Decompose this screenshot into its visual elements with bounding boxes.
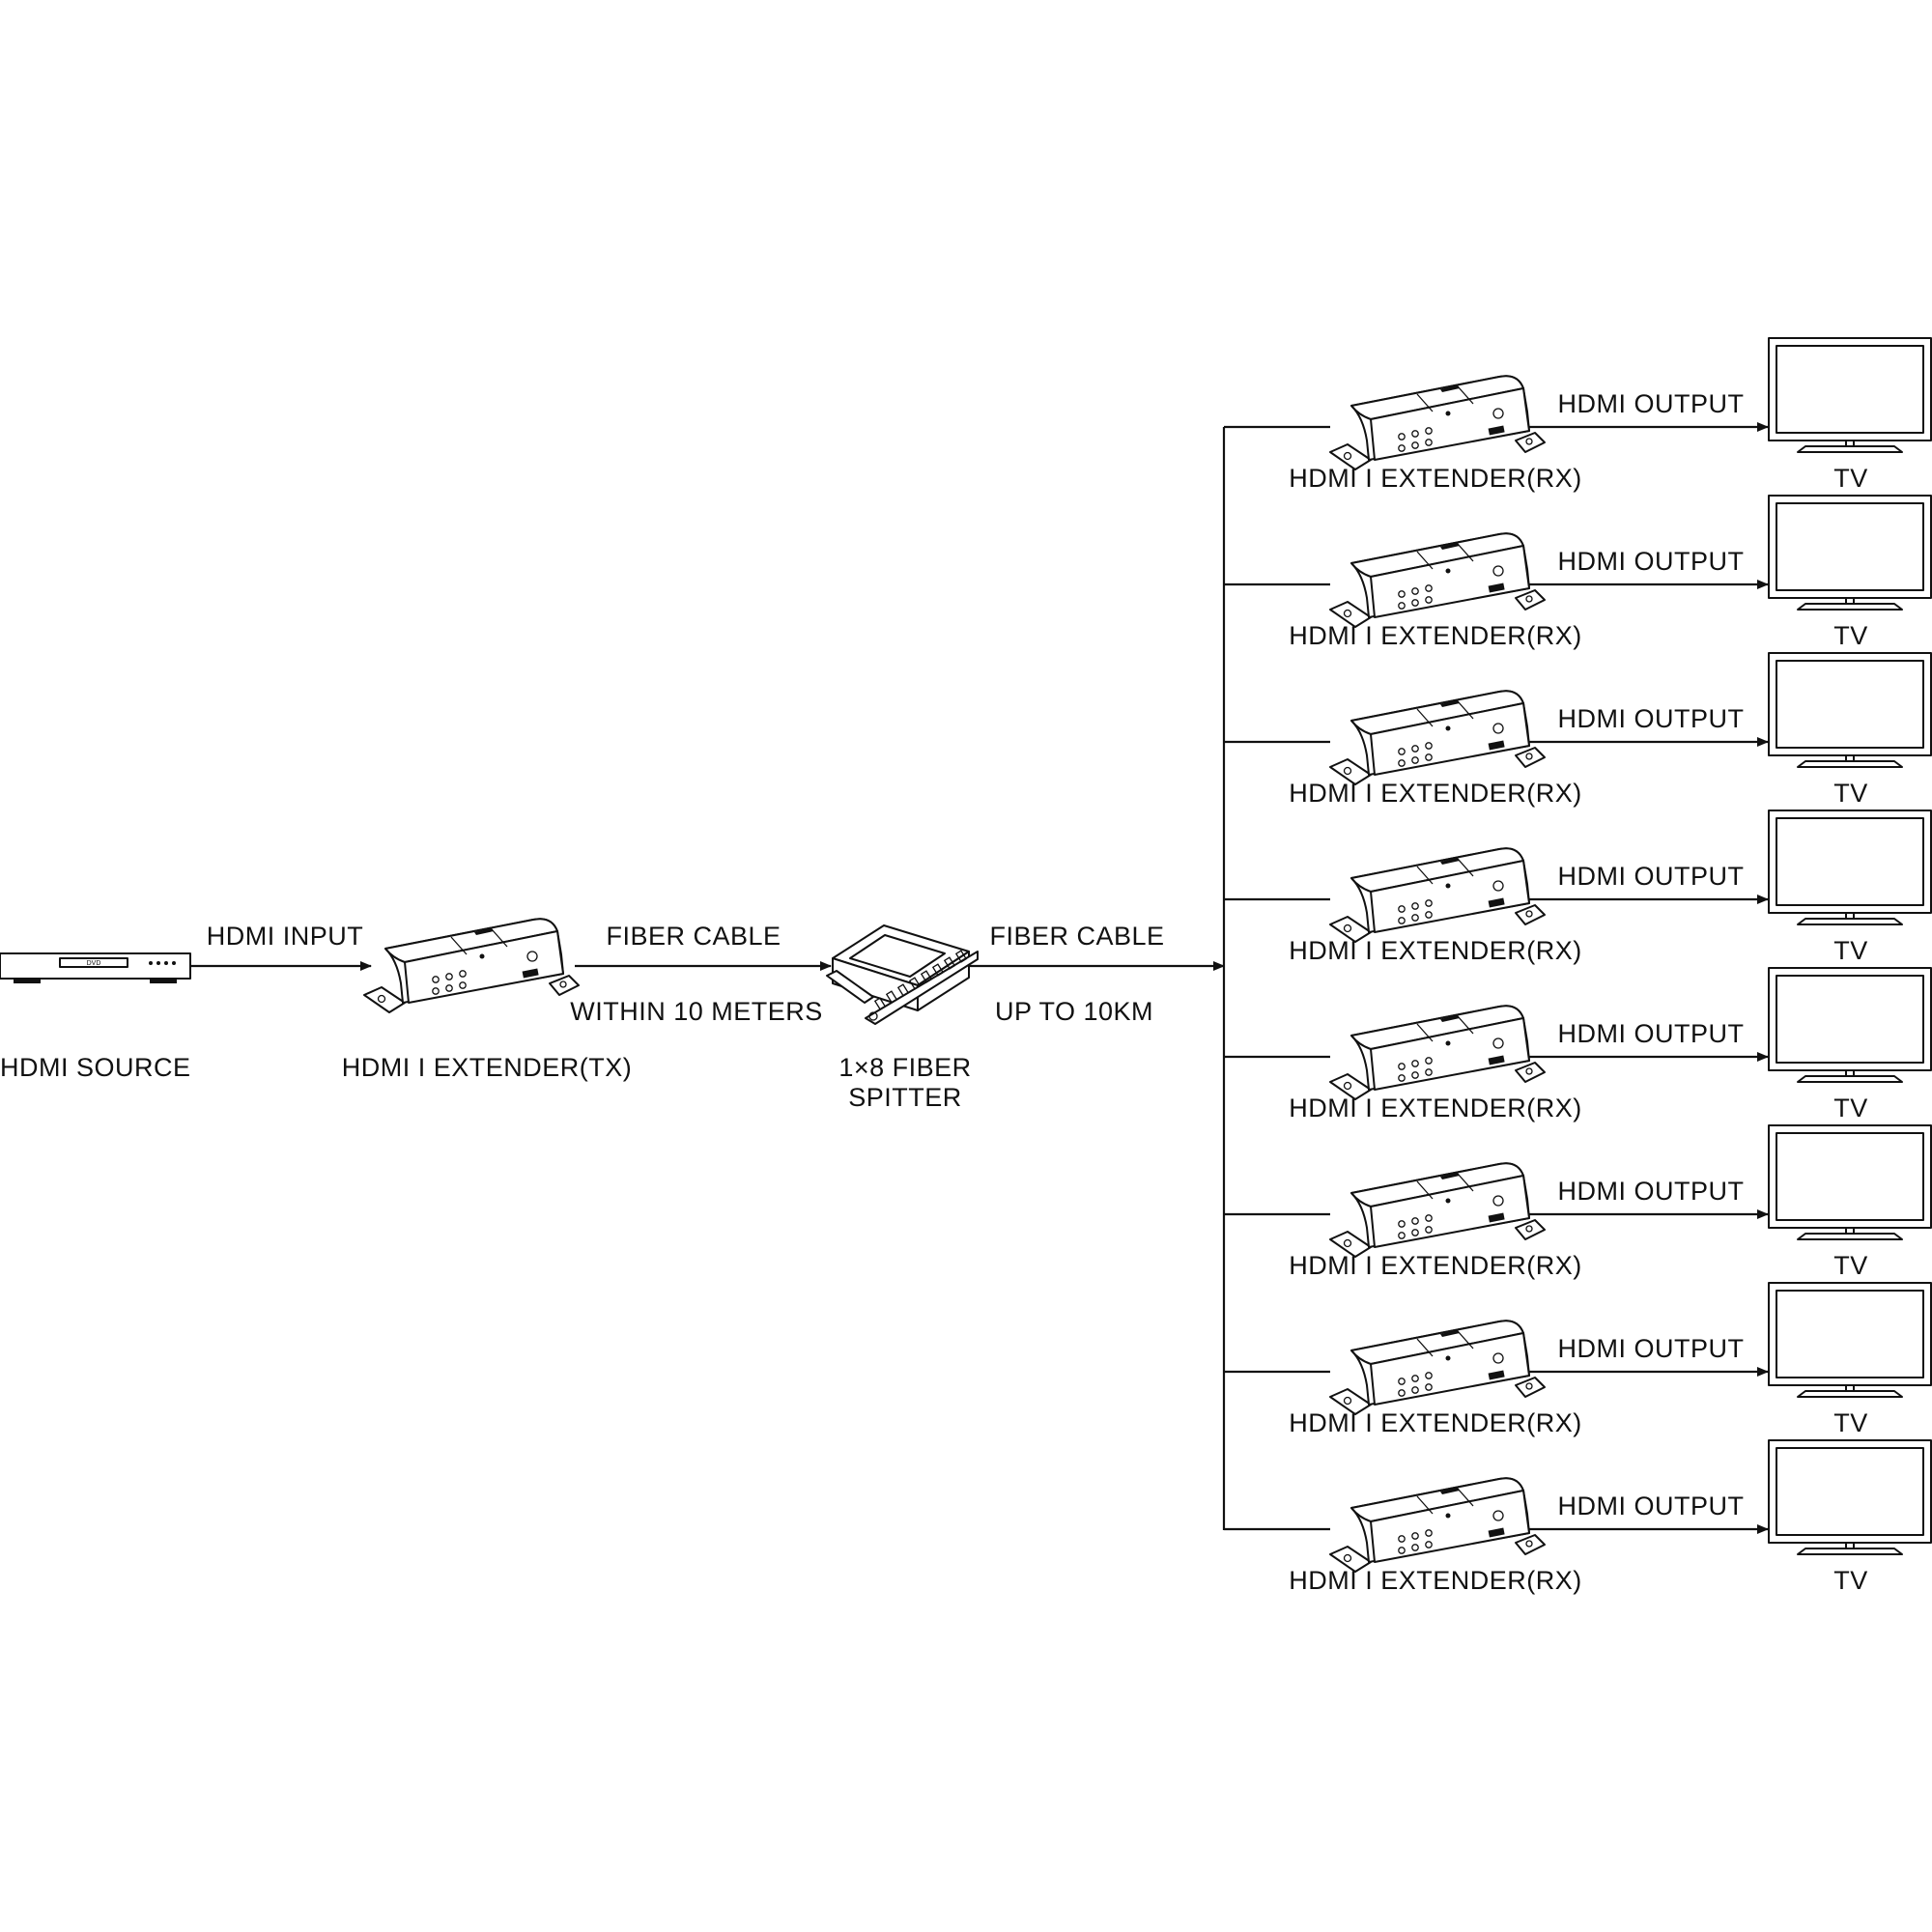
hdmi-output-label: HDMI OUTPUT <box>1558 1019 1745 1048</box>
rx-extender-icon <box>1329 1162 1546 1258</box>
tx-extender-label: HDMI I EXTENDER(TX) <box>342 1053 633 1082</box>
tv-label: TV <box>1833 464 1868 493</box>
rx-extender-label: HDMI I EXTENDER(RX) <box>1289 1408 1582 1437</box>
tv-label: TV <box>1833 1251 1868 1280</box>
tv-label: TV <box>1833 1408 1868 1437</box>
rx-extender-label: HDMI I EXTENDER(RX) <box>1289 1251 1582 1280</box>
tv-icon <box>1768 1124 1932 1240</box>
hdmi-input-label: HDMI INPUT <box>207 922 364 951</box>
hdmi-output-label: HDMI OUTPUT <box>1558 547 1745 576</box>
hdmi-output-label: HDMI OUTPUT <box>1558 389 1745 418</box>
tv-icon <box>1768 967 1932 1083</box>
branch-6: HDMI I EXTENDER(RX) HDMI OUTPUT TV <box>1224 1124 1932 1280</box>
fiber-splitter-icon <box>826 924 979 1025</box>
tv-label: TV <box>1833 1566 1868 1595</box>
rx-extender-icon <box>1329 532 1546 628</box>
tx-fiber-note: WITHIN 10 METERS <box>570 997 823 1026</box>
tv-label: TV <box>1833 621 1868 650</box>
branch-4: HDMI I EXTENDER(RX) HDMI OUTPUT TV <box>1224 810 1932 965</box>
branch-5: HDMI I EXTENDER(RX) HDMI OUTPUT TV <box>1224 967 1932 1122</box>
branch-8: HDMI I EXTENDER(RX) HDMI OUTPUT TV <box>1224 1439 1932 1595</box>
tv-label: TV <box>1833 779 1868 808</box>
rx-extender-icon <box>1329 1477 1546 1573</box>
tv-icon <box>1768 810 1932 925</box>
tv-label: TV <box>1833 1094 1868 1122</box>
rx-extender-label: HDMI I EXTENDER(RX) <box>1289 779 1582 808</box>
branch-2: HDMI I EXTENDER(RX) HDMI OUTPUT TV <box>1224 495 1932 650</box>
trunk-fiber-label: FIBER CABLE <box>989 922 1164 951</box>
hdmi-output-label: HDMI OUTPUT <box>1558 1492 1745 1520</box>
tv-icon <box>1768 652 1932 768</box>
tv-icon <box>1768 1282 1932 1398</box>
branch-7: HDMI I EXTENDER(RX) HDMI OUTPUT TV <box>1224 1282 1932 1437</box>
dvd-badge: DVD <box>87 960 101 967</box>
rx-extender-label: HDMI I EXTENDER(RX) <box>1289 1094 1582 1122</box>
rx-extender-label: HDMI I EXTENDER(RX) <box>1289 621 1582 650</box>
tv-icon <box>1768 337 1932 453</box>
tv-icon <box>1768 495 1932 611</box>
source-label: HDMI SOURCE <box>0 1053 191 1082</box>
splitter-label-line2: SPITTER <box>848 1083 962 1112</box>
rx-extender-icon <box>1329 1320 1546 1415</box>
branch-1: HDMI I EXTENDER(RX) HDMI OUTPUT TV <box>1224 337 1932 493</box>
hdmi-output-label: HDMI OUTPUT <box>1558 1334 1745 1363</box>
tv-icon <box>1768 1439 1932 1555</box>
dvd-player-icon: DVD <box>0 952 191 983</box>
splitter-label-line1: 1×8 FIBER <box>838 1053 971 1082</box>
rx-extender-icon <box>1329 375 1546 470</box>
tx-fiber-label: FIBER CABLE <box>606 922 781 951</box>
tv-label: TV <box>1833 936 1868 965</box>
rx-extender-icon <box>1329 1005 1546 1100</box>
rx-extender-label: HDMI I EXTENDER(RX) <box>1289 464 1582 493</box>
rx-extender-label: HDMI I EXTENDER(RX) <box>1289 936 1582 965</box>
rx-extender-icon <box>1329 847 1546 943</box>
hdmi-output-label: HDMI OUTPUT <box>1558 704 1745 733</box>
tx-extender-icon <box>363 918 580 1013</box>
rx-extender-label: HDMI I EXTENDER(RX) <box>1289 1566 1582 1595</box>
rx-extender-icon <box>1329 690 1546 785</box>
trunk-fiber-note: UP TO 10KM <box>995 997 1153 1026</box>
branch-3: HDMI I EXTENDER(RX) HDMI OUTPUT TV <box>1224 652 1932 808</box>
hdmi-output-label: HDMI OUTPUT <box>1558 862 1745 891</box>
hdmi-output-label: HDMI OUTPUT <box>1558 1177 1745 1206</box>
